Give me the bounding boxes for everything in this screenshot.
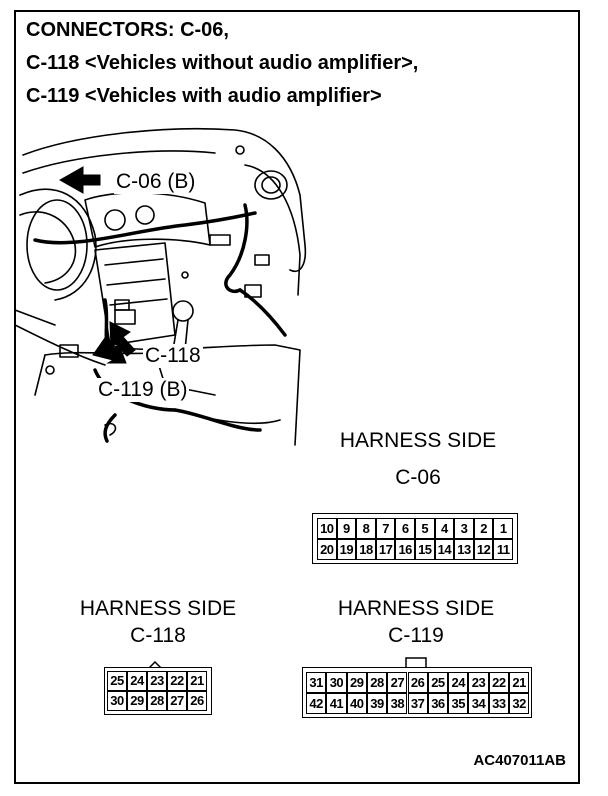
pin-cell: 14 [434, 538, 455, 560]
pin-cell: 40 [346, 692, 367, 714]
callout-c119: C-119 (B) [96, 378, 190, 402]
pin-cell: 7 [375, 517, 396, 539]
pin-cell: 21 [509, 671, 530, 693]
pin-cell: 32 [509, 692, 530, 714]
pin-cell: 26 [407, 671, 428, 693]
callout-c118: C-118 [143, 344, 203, 368]
title-line-1: CONNECTORS: C-06, [26, 19, 229, 41]
pin-cell: 28 [366, 671, 388, 693]
pin-cell: 3 [454, 517, 474, 539]
pin-cell: 30 [326, 671, 347, 693]
figure-id: AC407011AB [473, 752, 566, 769]
pin-cell: 36 [427, 692, 449, 714]
pin-cell: 34 [468, 692, 489, 714]
pin-cell: 6 [395, 517, 415, 539]
diagram-frame [14, 10, 580, 784]
pin-cell: 18 [356, 538, 376, 560]
pin-cell: 17 [375, 538, 396, 560]
pin-cell: 23 [468, 671, 489, 693]
pin-cell: 15 [415, 538, 435, 560]
pin-cell: 10 [317, 517, 337, 539]
pin-cell: 8 [356, 517, 376, 539]
pin-cell: 39 [366, 692, 388, 714]
pin-cell: 29 [127, 690, 147, 711]
pin-cell: 38 [387, 692, 408, 714]
pin-cell: 29 [346, 671, 367, 693]
pin-cell: 31 [306, 671, 327, 693]
pin-cell: 21 [187, 670, 207, 691]
pin-cell: 24 [127, 670, 147, 691]
pin-cell: 20 [317, 538, 337, 560]
pin-cell: 1 [493, 517, 513, 539]
pin-cell: 42 [306, 692, 327, 714]
pin-cell: 35 [448, 692, 469, 714]
c06-name: C-06 [395, 466, 441, 489]
pin-cell: 28 [147, 690, 167, 711]
pin-cell: 2 [473, 517, 494, 539]
pin-cell: 5 [415, 517, 435, 539]
pin-cell: 22 [488, 671, 509, 693]
c119-name: C-119 [388, 624, 444, 647]
pin-cell: 33 [488, 692, 509, 714]
pin-cell: 24 [448, 671, 469, 693]
pin-cell: 23 [147, 670, 167, 691]
pin-cell: 11 [493, 538, 513, 560]
pin-cell: 27 [387, 671, 408, 693]
pin-cell: 25 [107, 670, 127, 691]
c119-harness-side-label: HARNESS SIDE [337, 597, 495, 620]
title-line-3: C-119 <Vehicles with audio amplifier> [26, 85, 382, 107]
c06-harness-side-label: HARNESS SIDE [339, 429, 497, 452]
pin-cell: 9 [336, 517, 357, 539]
pin-cell: 25 [427, 671, 449, 693]
c118-name: C-118 [130, 624, 186, 647]
pin-cell: 22 [167, 670, 187, 691]
pin-cell: 26 [187, 690, 207, 711]
pin-cell: 41 [326, 692, 347, 714]
title-line-2: C-118 <Vehicles without audio amplifier>… [26, 52, 419, 74]
pin-cell: 4 [434, 517, 455, 539]
pin-cell: 12 [473, 538, 494, 560]
pin-cell: 27 [167, 690, 187, 711]
pin-cell: 19 [336, 538, 357, 560]
pin-cell: 37 [407, 692, 428, 714]
pin-cell: 30 [107, 690, 127, 711]
callout-c06: C-06 (B) [114, 170, 198, 194]
pin-cell: 16 [395, 538, 415, 560]
c118-harness-side-label: HARNESS SIDE [79, 597, 237, 620]
c119-latch [405, 657, 427, 670]
pin-cell: 13 [454, 538, 474, 560]
